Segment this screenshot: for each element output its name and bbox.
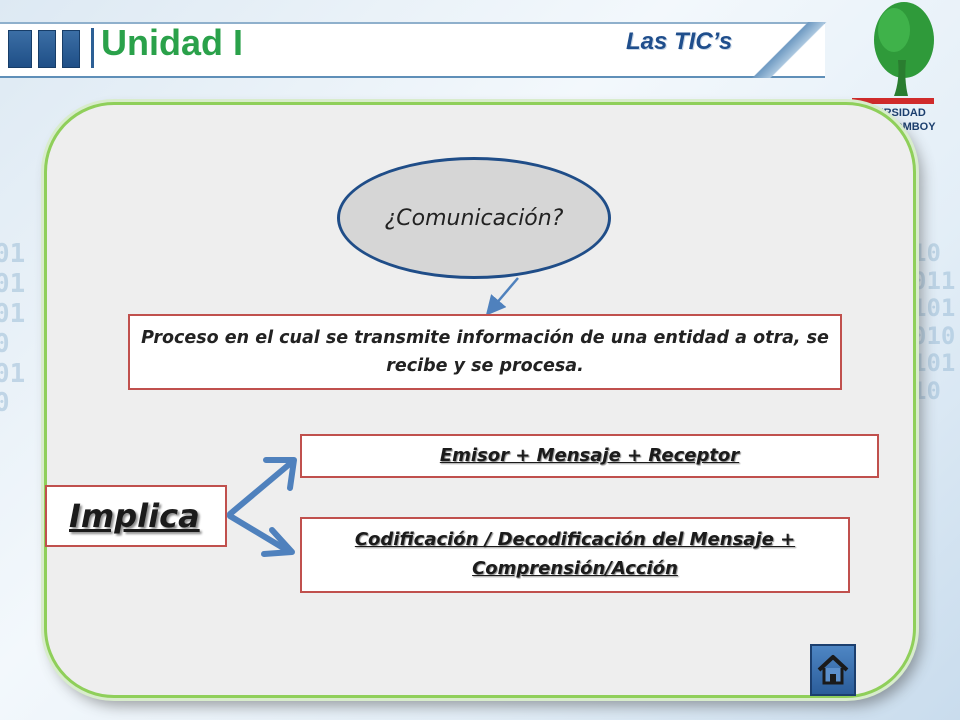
element-box-1: Emisor + Mensaje + Receptor [300,434,879,478]
implica-label: Implica [69,497,200,535]
home-icon [817,655,849,685]
header-blocks-icon [8,30,80,68]
header-diagonal-stripe [735,22,830,78]
arrow-to-element-2 [227,513,295,557]
definition-box: Proceso en el cual se transmite informac… [128,314,842,390]
header-bar [0,22,825,78]
element-text-2: Codificación / Decodificación del Mensaj… [354,529,796,579]
home-button[interactable] [810,644,856,696]
implica-box: Implica [45,485,227,547]
definition-text: Proceso en el cual se transmite informac… [141,328,829,376]
arrow-to-element-1 [227,457,297,517]
question-text: ¿Comunicación? [384,205,564,231]
header-divider [91,28,94,68]
page-title: Unidad I [101,22,243,63]
arrow-to-definition [485,277,519,316]
element-box-2: Codificación / Decodificación del Mensaj… [300,517,850,593]
binary-background-left: 01 01 01 0 01 0 [0,239,26,419]
question-ellipse: ¿Comunicación? [337,157,611,279]
element-text-1: Emisor + Mensaje + Receptor [439,444,740,466]
page-subtitle: Las TIC’s [626,28,733,55]
binary-background-right: 10 011 101 010 101 10 [912,239,956,405]
